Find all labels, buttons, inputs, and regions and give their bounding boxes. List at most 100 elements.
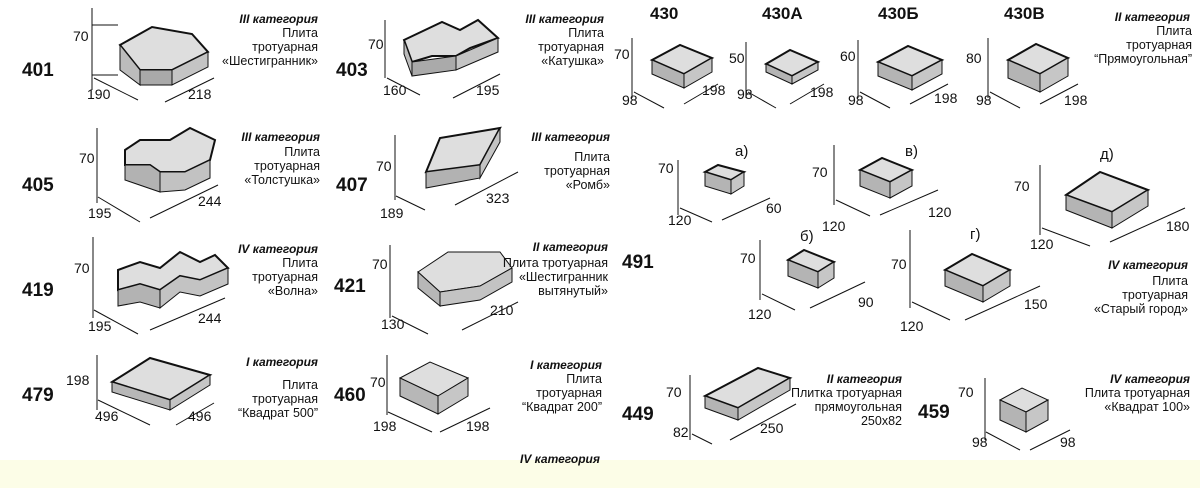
tile-419-code: 419 — [22, 280, 54, 301]
tile-421-width: 130 — [381, 316, 405, 332]
tile-430b-width: 98 — [848, 92, 864, 108]
tile-479-depth: 496 — [188, 408, 212, 424]
tile-491-drawings — [677, 145, 1186, 321]
tile-479-drawing — [96, 355, 215, 426]
tile-430v-width: 98 — [976, 92, 992, 108]
tile-401-drawing — [91, 8, 215, 103]
tile-430v-drawing — [987, 38, 1079, 109]
tile-491g-height: 70 — [891, 256, 907, 272]
tile-405-width: 195 — [88, 205, 112, 221]
tile-421-drawing — [389, 245, 519, 335]
tile-491b-depth: 90 — [858, 294, 874, 310]
tile-419-height: 70 — [74, 260, 90, 276]
tile-403-height: 70 — [368, 36, 384, 52]
tile-405-code: 405 — [22, 175, 54, 196]
tile-421-code: 421 — [334, 276, 366, 297]
tile-430b-drawing — [857, 40, 949, 109]
tile-491v-drawing — [833, 145, 939, 217]
tile-401-category: III категория — [239, 12, 318, 26]
tile-403-drawing — [384, 18, 501, 99]
tile-459-category: IV категория — [1110, 372, 1190, 386]
tile-401-width: 190 — [87, 86, 111, 102]
tile-491v-height: 70 — [812, 164, 828, 180]
tile-430-width: 98 — [622, 92, 638, 108]
tile-460-width: 198 — [373, 418, 397, 434]
tile-449-drawing — [689, 366, 797, 445]
tile-430a-depth: 198 — [810, 84, 834, 100]
tile-421-height: 70 — [372, 256, 388, 272]
tile-401-depth: 218 — [188, 86, 212, 102]
tile-460-drawing — [386, 355, 491, 433]
tile-405-drawing — [96, 126, 219, 223]
tile-430b-height: 60 — [840, 48, 856, 64]
tile-460-category: I категория — [530, 358, 602, 372]
tile-407-height: 70 — [376, 158, 392, 174]
tile-479-code: 479 — [22, 385, 54, 406]
tile-430a-width: 98 — [737, 86, 753, 102]
tile-430a-height: 50 — [729, 50, 745, 66]
tile-491d-drawing — [1039, 165, 1186, 247]
tile-419-depth: 244 — [198, 310, 222, 326]
tile-491d-label: д) — [1100, 146, 1114, 163]
tile-430v-code: 430В — [1004, 4, 1045, 23]
footer-category-label: IV категория — [520, 452, 600, 466]
tile-449-height: 70 — [666, 384, 682, 400]
tile-459-width: 98 — [972, 434, 988, 450]
tile-460-code: 460 — [334, 385, 366, 406]
tile-459-drawing — [984, 378, 1071, 451]
tile-491g-label: г) — [970, 226, 981, 243]
tile-491b-drawing — [759, 240, 866, 311]
tile-491v-width: 120 — [822, 218, 846, 234]
tile-430b-code: 430Б — [878, 4, 919, 23]
tile-479-height: 198 — [66, 372, 90, 388]
tile-419-drawing — [92, 237, 230, 335]
tile-491v-label: в) — [905, 143, 918, 160]
tile-449-code: 449 — [622, 404, 654, 425]
tile-430-height: 70 — [614, 46, 630, 62]
tile-430-drawing — [631, 38, 719, 109]
tile-491-code: 491 — [622, 252, 654, 273]
tile-407-width: 189 — [380, 205, 404, 221]
tile-421-depth: 210 — [490, 302, 514, 318]
tile-430v-height: 80 — [966, 50, 982, 66]
tile-403-category: III категория — [525, 12, 604, 26]
tile-407-depth: 323 — [486, 190, 510, 206]
tile-491-category: IV категория — [1108, 258, 1188, 272]
tile-419-width: 195 — [88, 318, 112, 334]
tile-403-width: 160 — [383, 82, 407, 98]
tile-459-code: 459 — [918, 402, 950, 423]
tile-491a-drawing — [677, 160, 771, 223]
tile-430-drawings — [631, 38, 1079, 109]
tile-407-category: III категория — [531, 130, 610, 144]
tile-459-desc: Плита тротуарная«Квадрат 100» — [1084, 386, 1190, 414]
tile-459-depth: 98 — [1060, 434, 1076, 450]
tile-449-depth: 250 — [760, 420, 784, 436]
tile-491a-height: 70 — [658, 160, 674, 176]
tile-479-category: I категория — [246, 355, 318, 369]
tile-491d-depth: 180 — [1166, 218, 1190, 234]
tile-491g-depth: 150 — [1024, 296, 1048, 312]
tile-491d-height: 70 — [1014, 178, 1030, 194]
tile-491a-label: а) — [735, 143, 749, 160]
tile-421-category: II категория — [532, 240, 608, 254]
tile-430b-depth: 198 — [934, 90, 958, 106]
tile-419-category: IV категория — [238, 242, 318, 256]
tile-491b-label: б) — [800, 228, 814, 245]
tile-430v-depth: 198 — [1064, 92, 1088, 108]
tile-430-category: II категория — [1114, 10, 1190, 24]
tile-491a-width: 120 — [668, 212, 692, 228]
tile-479-width: 496 — [95, 408, 119, 424]
tile-491g-drawing — [909, 230, 1041, 321]
tile-430a-code: 430А — [762, 4, 803, 23]
